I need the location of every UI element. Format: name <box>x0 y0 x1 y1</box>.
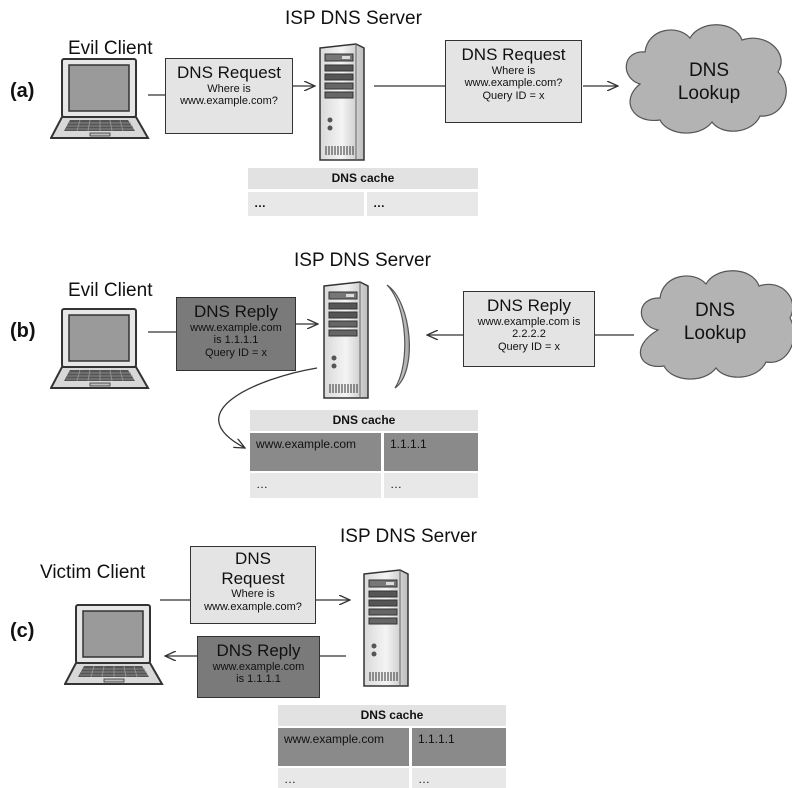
message-line: is 1.1.1.1 <box>213 334 259 347</box>
message-line: www.example.com? <box>464 77 563 90</box>
message-line: Query ID = x <box>482 89 545 102</box>
cache-cell: 1.1.1.1 <box>412 728 506 766</box>
cache-write-arrow <box>218 367 318 448</box>
dns-reply-box: DNS Reply www.example.com is 1.1.1.1 Que… <box>176 297 296 371</box>
cloud-label: DNS Lookup <box>650 60 768 106</box>
cache-cell: … <box>367 192 478 216</box>
panel-label-b: (b) <box>10 320 36 342</box>
laptop-icon <box>50 308 149 389</box>
cloud-label-line: Lookup <box>683 322 747 344</box>
client-title: Victim Client <box>40 562 146 583</box>
message-line: www.example.com <box>212 660 305 673</box>
message-line: www.example.com? <box>180 95 278 108</box>
server-icon <box>323 281 369 399</box>
cache-cell: www.example.com <box>250 433 381 471</box>
cache-cell: … <box>278 768 409 788</box>
dns-request-box: DNS Request Where is www.example.com? <box>165 58 293 134</box>
cache-cell: www.example.com <box>278 728 409 766</box>
message-line: Query ID = x <box>204 346 268 359</box>
message-line: www.example.com is <box>477 315 581 328</box>
message-title: DNS Request <box>177 63 281 82</box>
dns-request-box: DNS Request Where is www.example.com? <box>190 546 316 624</box>
dns-cache-table: DNS cache www.example.com 1.1.1.1 … … <box>250 410 478 498</box>
message-line: is 1.1.1.1 <box>236 673 281 686</box>
dns-request-box: DNS Request Where is www.example.com? Qu… <box>445 40 582 123</box>
client-title: Evil Client <box>68 38 153 59</box>
server-icon <box>319 43 365 161</box>
laptop-icon <box>64 604 163 685</box>
message-line: Where is <box>231 588 275 601</box>
message-title: DNS Reply <box>216 641 301 660</box>
message-title: DNS Request <box>461 45 566 64</box>
cache-header: DNS cache <box>250 410 478 431</box>
message-line: 2.2.2.2 <box>512 328 546 341</box>
message-line: Where is <box>207 82 251 95</box>
cache-header: DNS cache <box>278 705 506 726</box>
panel-label-c: (c) <box>10 620 35 642</box>
cache-cell: … <box>250 473 381 498</box>
server-title: ISP DNS Server <box>340 526 477 547</box>
cache-header: DNS cache <box>248 168 478 189</box>
server-title: ISP DNS Server <box>294 250 431 271</box>
cache-cell: … <box>384 473 478 498</box>
server-title: ISP DNS Server <box>285 8 422 29</box>
message-title: DNS Reply <box>486 296 572 315</box>
cache-cell: … <box>412 768 506 788</box>
laptop-icon <box>50 58 149 139</box>
cache-cell: 1.1.1.1 <box>384 433 478 471</box>
cloud-label: DNS Lookup <box>656 300 774 346</box>
message-line: www.example.com? <box>204 600 302 613</box>
cache-cell: … <box>248 192 364 216</box>
dns-reply-box: DNS Reply www.example.com is 2.2.2.2 Que… <box>463 291 595 367</box>
cloud-label-line: DNS <box>694 300 736 321</box>
message-line: Query ID = x <box>497 340 561 353</box>
dns-cache-table: DNS cache … … <box>248 168 478 216</box>
message-line: Where is <box>491 64 536 77</box>
dns-reply-box: DNS Reply www.example.com is 1.1.1.1 <box>197 636 320 698</box>
panel-label-a: (a) <box>10 80 35 102</box>
cloud-icon <box>639 270 792 380</box>
message-title: DNS <box>235 549 271 568</box>
cloud-icon <box>625 24 787 134</box>
message-title: DNS Reply <box>193 302 279 321</box>
shield-icon <box>386 284 410 389</box>
server-icon <box>363 569 409 687</box>
message-line: www.example.com <box>190 321 282 334</box>
cloud-label-line: DNS <box>688 60 730 81</box>
client-title: Evil Client <box>68 280 153 301</box>
cloud-label-line: Lookup <box>677 82 741 104</box>
dns-cache-table: DNS cache www.example.com 1.1.1.1 … … <box>278 705 506 788</box>
message-title: Request <box>221 568 285 588</box>
